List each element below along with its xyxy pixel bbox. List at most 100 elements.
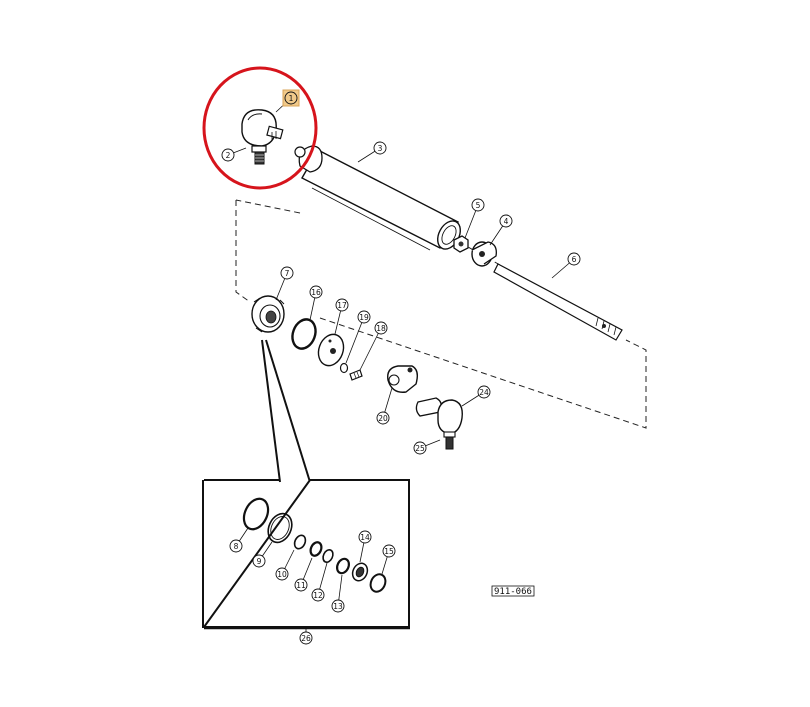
assembly-dashed-outline	[235, 199, 647, 429]
callout-6[interactable]: 6	[551, 252, 581, 279]
callout-9[interactable]: 9	[252, 541, 273, 568]
seal-kit-inset	[202, 479, 410, 630]
callout-circle-6	[567, 252, 581, 266]
callout-circle-25	[413, 441, 427, 455]
callout-18[interactable]: 18	[359, 321, 388, 371]
part-cylinder-barrel[interactable]	[294, 145, 465, 253]
callout-circle-16	[309, 285, 323, 299]
callout-circle-24	[477, 385, 491, 399]
callout-19[interactable]: 19	[345, 310, 371, 364]
part-screw[interactable]	[349, 369, 363, 381]
callout-circle-4	[499, 214, 513, 228]
callout-circle-17	[335, 298, 349, 312]
callout-24[interactable]: 24	[461, 385, 491, 407]
part-ball-joint-top[interactable]	[241, 109, 284, 165]
callout-circle-15	[382, 544, 396, 558]
callout-circle-11	[294, 578, 308, 592]
callout-label-20: 20	[378, 414, 388, 423]
part-piston[interactable]	[471, 241, 497, 267]
callout-7[interactable]: 7	[275, 266, 294, 301]
callout-label-15: 15	[384, 547, 394, 556]
part-piston-rod[interactable]	[493, 263, 623, 341]
callout-label-1: 1	[289, 94, 294, 103]
callout-circle-7	[280, 266, 294, 280]
callout-label-17: 17	[337, 301, 347, 310]
callout-11[interactable]: 11	[294, 557, 313, 592]
callout-circle-18	[374, 321, 388, 335]
callout-label-2: 2	[226, 151, 231, 160]
part-gland[interactable]	[251, 295, 285, 333]
part-rod-seal[interactable]	[335, 557, 351, 575]
callout-label-4: 4	[504, 217, 509, 226]
callout-15[interactable]: 15	[381, 544, 396, 575]
callout-label-26: 26	[301, 634, 311, 643]
callout-label-19: 19	[359, 313, 369, 322]
callout-circle-5	[471, 198, 485, 212]
part-snap-ring[interactable]	[289, 316, 320, 352]
callout-13[interactable]: 13	[331, 574, 345, 613]
callout-circle-26	[299, 631, 313, 645]
part-o-ring-small[interactable]	[293, 534, 308, 551]
callout-circle-19	[357, 310, 371, 324]
callout-12[interactable]: 12	[311, 562, 328, 602]
callout-label-25: 25	[415, 444, 425, 453]
callout-label-12: 12	[313, 591, 323, 600]
callout-16[interactable]: 16	[309, 285, 323, 321]
part-seal-ring-large[interactable]	[239, 495, 272, 533]
callout-10[interactable]: 10	[275, 549, 295, 581]
callout-5[interactable]: 5	[464, 198, 485, 239]
callout-circle-12	[311, 588, 325, 602]
callout-label-5: 5	[476, 201, 481, 210]
callout-circle-13	[331, 599, 345, 613]
selection-highlight	[202, 66, 318, 190]
callout-label-24: 24	[479, 388, 489, 397]
part-wiper-seal[interactable]	[350, 561, 370, 583]
callout-label-7: 7	[285, 269, 290, 278]
callout-2[interactable]: 2	[221, 147, 247, 162]
callout-8[interactable]: 8	[229, 527, 249, 553]
part-o-ring-medium[interactable]	[321, 548, 335, 564]
callout-20[interactable]: 20	[376, 387, 393, 425]
callout-label-9: 9	[257, 557, 262, 566]
part-wear-ring[interactable]	[264, 510, 297, 546]
callout-4[interactable]: 4	[489, 214, 513, 246]
callout-leader-19	[345, 316, 365, 364]
callout-3[interactable]: 3	[357, 141, 387, 163]
callout-label-16: 16	[311, 288, 321, 297]
part-backup-ring[interactable]	[309, 541, 324, 558]
callout-circle-9	[252, 554, 266, 568]
reference-code-text: 911-066	[494, 587, 532, 597]
callout-circle-2	[221, 148, 235, 162]
callout-circle-1	[284, 91, 298, 105]
inset-leader-left	[261, 339, 281, 483]
callout-label-6: 6	[572, 255, 577, 264]
part-retaining-ring[interactable]	[368, 572, 388, 594]
callout-14[interactable]: 14	[358, 530, 372, 563]
callout-label-10: 10	[277, 570, 287, 579]
inset-leader-right	[265, 339, 311, 483]
callout-circle-14	[358, 530, 372, 544]
callout-label-8: 8	[234, 542, 239, 551]
reference-code: 911-066	[491, 585, 535, 597]
callout-label-11: 11	[296, 581, 306, 590]
callout-25[interactable]: 25	[413, 439, 441, 455]
callout-leader-18	[359, 327, 382, 371]
part-ball-joint-bottom[interactable]	[415, 397, 463, 450]
part-rod-clamp[interactable]	[387, 365, 419, 393]
callout-circle-10	[275, 567, 289, 581]
callout-circle-20	[376, 411, 390, 425]
part-nut[interactable]	[453, 235, 469, 253]
callout-circle-3	[373, 141, 387, 155]
callout-label-18: 18	[376, 324, 386, 333]
part-lock-washer[interactable]	[339, 362, 349, 374]
callout-label-13: 13	[333, 602, 343, 611]
callout-26[interactable]: 26	[299, 628, 313, 645]
callout-label-14: 14	[360, 533, 370, 542]
part-retaining-plate[interactable]	[314, 331, 347, 369]
callout-1[interactable]: 1	[275, 89, 300, 113]
callout-17[interactable]: 17	[334, 298, 349, 335]
callout-circle-8	[229, 539, 243, 553]
